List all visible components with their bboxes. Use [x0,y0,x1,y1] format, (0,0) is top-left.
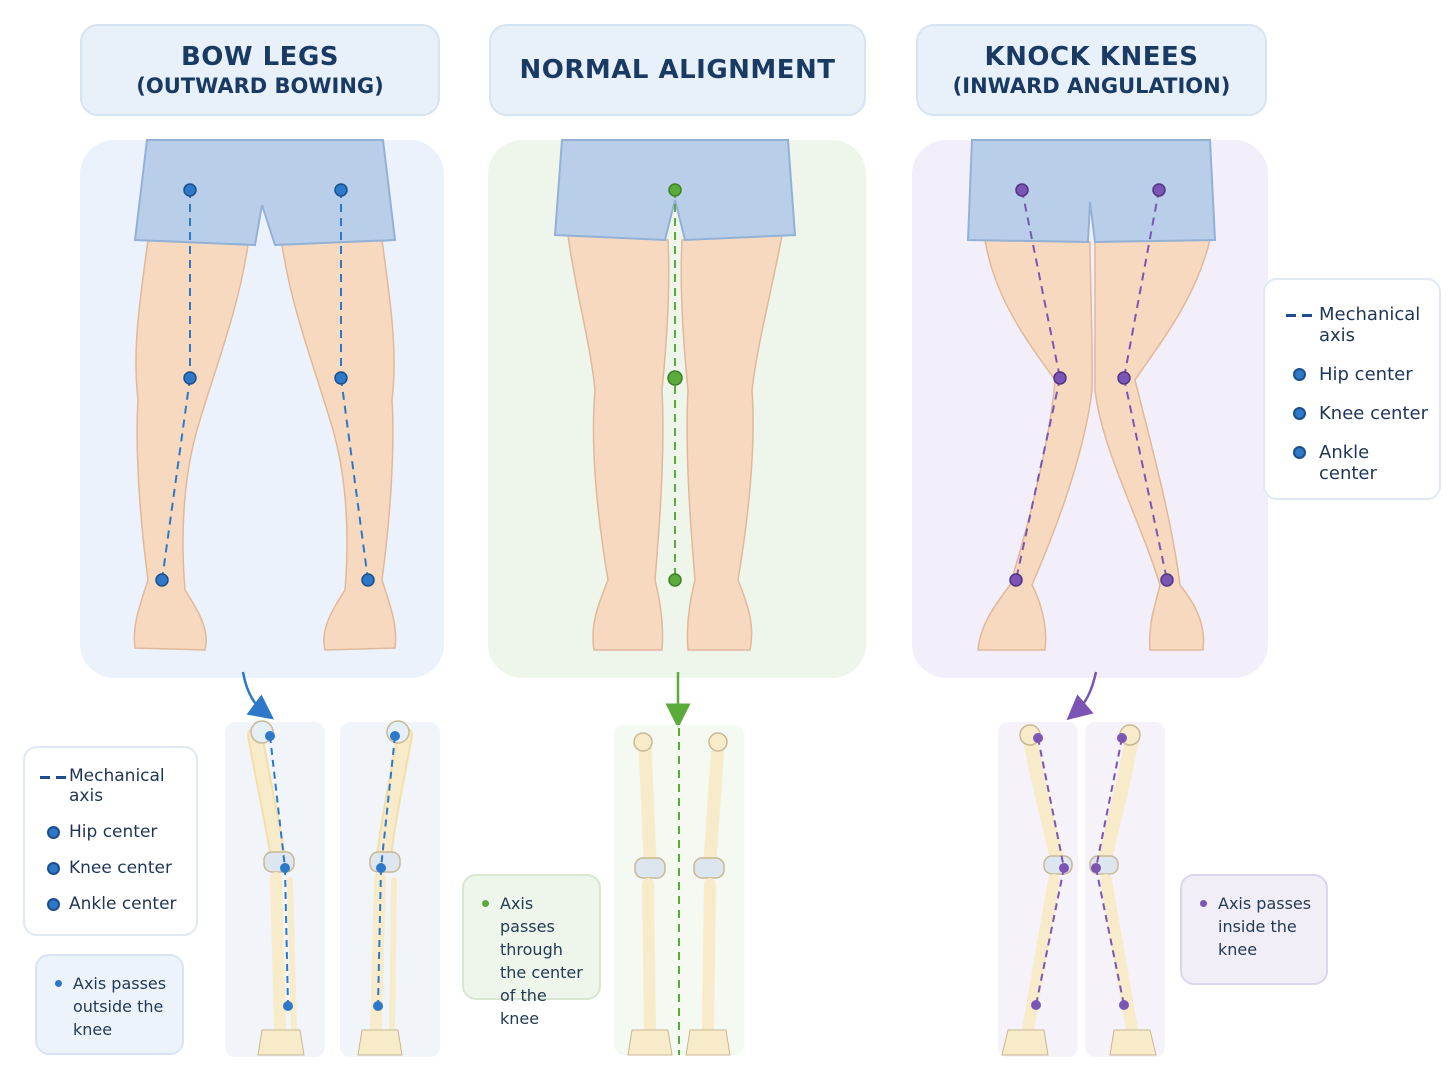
bow-knee-dot-left [184,372,196,384]
legend-label: Mechanical axis [69,766,188,806]
normal-alignment-note: Axis passes through the center of the kn… [462,874,601,1000]
dashed-line-icon [40,776,66,779]
legend-row-hip-center: Hip center [1279,364,1429,385]
knock-ankle-dot-left [1010,574,1022,586]
normal-left-leg [568,235,669,650]
dot-icon [1293,407,1306,420]
normal-knee-dot [668,371,682,385]
legend-label: Ankle center [69,894,177,914]
legend-row-ankle-center: Ankle center [1279,442,1429,484]
legend-label: Hip center [1319,364,1413,385]
legend-label: Mechanical axis [1319,304,1429,346]
knock-right-leg [1095,240,1210,650]
legend-label: Knee center [1319,403,1428,424]
bow-left-leg [134,240,248,650]
legend-row-mechanical-axis: Mechanical axis [37,766,188,806]
bow-ankle-dot-right [362,574,374,586]
dot-icon [47,898,60,911]
bow-ankle-dot-left [156,574,168,586]
bow-knee-dot-right [335,372,347,384]
bow-skeleton [225,721,440,1057]
legend-right: Mechanical axis Hip center Knee center A… [1263,278,1441,500]
dot-icon [1293,368,1306,381]
bow-legs-note: Axis passes outside the knee [35,954,184,1055]
bow-hip-dot-left [184,184,196,196]
knock-knees-note-text: Axis passes inside the knee [1218,892,1316,983]
bullet-dot-icon [1200,900,1207,907]
bullet-dot-icon [482,900,489,907]
bow-legs-figure [134,140,395,650]
knock-knee-dot-left [1054,372,1066,384]
normal-hip-dot [669,184,681,196]
dot-icon [47,826,60,839]
knock-ankle-dot-right [1161,574,1173,586]
knock-skeleton [998,722,1165,1057]
bow-right-leg [282,240,396,650]
normal-ankle-dot [669,574,681,586]
knock-knee-dot-right [1118,372,1130,384]
normal-right-leg [681,235,782,650]
bow-shorts [135,140,395,245]
normal-skeleton [614,725,744,1055]
normal-figure [555,140,795,650]
knock-knees-figure [968,140,1215,650]
knock-arrow-down-icon [1076,672,1096,712]
dashed-line-icon [1286,314,1312,317]
knock-shorts [968,140,1215,242]
normal-alignment-note-text: Axis passes through the center of the kn… [500,892,589,998]
legend-left: Mechanical axis Hip center Knee center A… [23,746,198,936]
legend-row-knee-center: Knee center [37,858,188,878]
dot-icon [47,862,60,875]
knock-left-leg [978,240,1092,650]
bullet-dot-icon [55,980,62,987]
bow-arrow-down-icon [243,672,264,712]
legend-row-hip-center: Hip center [37,822,188,842]
bow-legs-note-text: Axis passes outside the knee [73,972,172,1053]
knock-hip-dot-right [1153,184,1165,196]
legend-label: Knee center [69,858,172,878]
dot-icon [1293,446,1306,459]
legend-label: Hip center [69,822,157,842]
bow-hip-dot-right [335,184,347,196]
legend-row-ankle-center: Ankle center [37,894,188,914]
legend-label: Ankle center [1319,442,1429,484]
legend-row-mechanical-axis: Mechanical axis [1279,304,1429,346]
legend-row-knee-center: Knee center [1279,403,1429,424]
knock-knees-note: Axis passes inside the knee [1180,874,1328,985]
knock-hip-dot-left [1016,184,1028,196]
